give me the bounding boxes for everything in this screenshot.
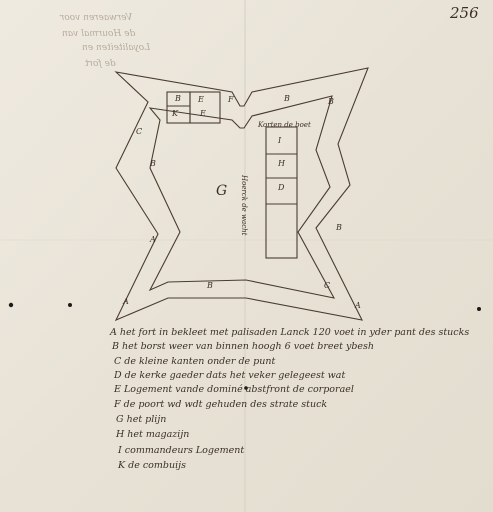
folio-number: 256	[450, 4, 479, 22]
wall-letter: C	[136, 127, 143, 136]
wall-letter: A	[123, 297, 129, 306]
fort-outer-wall	[114, 67, 369, 322]
bleed-through-line: de fort	[85, 59, 116, 69]
legend-line-h: H het magazijn	[116, 429, 190, 440]
wall-letter: B	[284, 94, 290, 103]
wall-letter: A	[150, 235, 156, 244]
bleed-through-line: Loyaliteiten en	[82, 43, 151, 53]
legend-line-b: B het borst weer van binnen hoogh 6 voet…	[112, 341, 375, 352]
plan-label-h: H	[278, 159, 285, 168]
legend-line-d: D de kerke gaeder dats het veker gelegee…	[114, 370, 346, 381]
plan-label-e-upper: E	[198, 95, 204, 104]
fort-plan	[114, 67, 369, 322]
plan-label-i: I	[278, 136, 282, 145]
building-ihd	[265, 126, 298, 259]
plan-label-e: E	[200, 109, 206, 118]
legend-line-c: C de kleine kanten onder de punt	[114, 356, 276, 367]
bleed-through-line: de Hourmal van	[62, 29, 136, 39]
wall-letter: B	[150, 159, 156, 168]
wall-letter: B	[336, 223, 342, 232]
bleed-through-line: Verwaeren voor	[60, 13, 133, 23]
plan-label-g: G	[216, 183, 228, 199]
binding-hole	[8, 302, 14, 308]
plan-label-b: B	[175, 94, 181, 103]
legend-line-k: K de combuijs	[118, 460, 186, 471]
wall-letter: C	[324, 281, 331, 290]
building-caption-vertical: Hoerck de wacht	[240, 175, 248, 236]
plan-label-k: K	[172, 109, 178, 118]
binding-hole	[477, 307, 481, 311]
binding-hole	[68, 303, 72, 307]
legend-line-f: F de poort wd wdt gehuden des strate stu…	[114, 399, 328, 410]
plan-label-d: D	[278, 183, 285, 192]
wall-letter: B	[328, 97, 334, 106]
legend-line-a: A het fort in bekleet met palisaden Lanc…	[110, 327, 470, 338]
legend-line-g: G het plijn	[116, 414, 167, 425]
wall-letter: B	[207, 281, 213, 290]
legend-line-e: E Logement vande dominé abstfront de cor…	[114, 384, 354, 395]
plan-label-f: F	[228, 95, 234, 104]
fort-inner-wall	[148, 95, 336, 299]
legend-line-i: I commandeurs Logement	[118, 445, 245, 456]
wall-letter: A	[355, 301, 361, 310]
building-caption: Korten de boet	[258, 121, 311, 129]
binding-hole	[244, 386, 248, 390]
building-e	[189, 91, 221, 124]
